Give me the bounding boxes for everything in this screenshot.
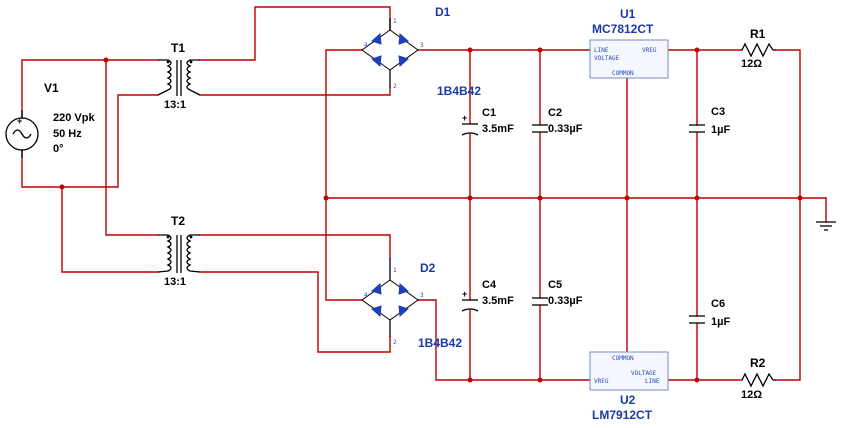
junction-dots [59,47,803,383]
c3-name: C3 [711,106,725,118]
d2-pin1-label: 1 [393,267,397,274]
r2-name: R2 [750,356,766,370]
c1-name: C1 [482,107,496,119]
u1-voltage-label: VOLTAGE [594,55,620,62]
svg-text:+: + [17,116,22,126]
c1-value: 3.5mF [482,123,514,135]
transformer-t2[interactable]: T2 13:1 [157,214,201,288]
c6-name: C6 [711,298,725,310]
v1-amplitude: 220 Vpk [53,112,95,124]
u1-vreg-pin-label: VREG [642,47,657,54]
v1-phase: 0° [53,143,64,155]
d2-name: D2 [420,261,436,275]
t1-primary-coil-icon [157,59,172,96]
d1-part: 1B4B42 [437,84,481,98]
ac-source-icon [5,117,39,151]
d2-bridge-icon [361,279,419,321]
transformer-t1[interactable]: T1 13:1 [157,41,201,111]
c3-value: 1µF [711,124,730,136]
u1-part: MC7812CT [592,22,654,36]
ground-symbol-icon [816,221,836,231]
u2-body [589,351,669,391]
bridge-rectifier-d1[interactable]: 1 2 3 4 D1 1B4B42 [361,5,481,98]
d1-pin3-label: 3 [420,42,424,49]
ac-source-v1[interactable]: + V1 220 Vpk 50 Hz 0° [5,81,95,158]
r1-value: 12Ω [741,58,762,70]
u2-voltage-label: VOLTAGE [631,370,657,377]
d1-pin4-label: 4 [364,42,368,49]
c2-name: C2 [548,107,562,119]
d1-pin1-label: 1 [393,18,397,25]
capacitor-c3[interactable]: C3 1µF [689,106,730,136]
d2-pin2-label: 2 [393,339,397,346]
d2-pin4-label: 4 [364,292,368,299]
capacitor-c6[interactable]: C6 1µF [689,298,730,328]
v1-name: V1 [44,81,59,95]
t2-secondary-coil-icon [186,234,201,273]
c6-value: 1µF [711,316,730,328]
capacitor-c4[interactable]: + C4 3.5mF [461,279,514,312]
capacitor-c5[interactable]: C5 0.33µF [532,279,583,307]
u1-line-pin-label: LINE [594,47,609,54]
bridge-rectifier-d2[interactable]: 1 2 3 4 D2 1B4B42 [361,258,462,350]
c2-value: 0.33µF [548,123,583,135]
t1-name: T1 [171,41,185,55]
r2-value: 12Ω [741,389,762,401]
c4-value: 3.5mF [482,295,514,307]
d1-bridge-icon [361,29,419,71]
u1-body [589,39,669,79]
d1-pin2-label: 2 [393,83,397,90]
u2-common-pin-label: COMMON [612,355,634,362]
d2-pin3-label: 3 [420,292,424,299]
resistor-r2[interactable]: R2 12Ω [741,356,776,401]
capacitor-c1[interactable]: + C1 3.5mF [461,107,514,136]
regulator-u1[interactable]: LINE VOLTAGE VREG COMMON U1 MC7812CT [589,7,669,79]
u2-line-pin-label: LINE [645,378,660,385]
c5-name: C5 [548,279,562,291]
d1-name: D1 [435,5,451,19]
u2-vreg-pin-label: VREG [594,378,609,385]
t1-secondary-coil-icon [186,59,201,96]
svg-text:+: + [462,113,467,123]
c4-name: C4 [482,279,497,291]
resistor-r1[interactable]: R1 12Ω [741,27,776,70]
u2-part: LM7912CT [592,408,653,422]
v1-frequency: 50 Hz [53,128,82,140]
regulator-u2[interactable]: COMMON VOLTAGE LINE VREG U2 LM7912CT [589,351,669,422]
u2-name: U2 [620,393,636,407]
r2-zigzag-icon [741,372,776,388]
t2-primary-coil-icon [157,234,172,273]
t2-name: T2 [171,214,185,228]
u1-common-pin-label: COMMON [612,70,634,77]
capacitor-c2[interactable]: C2 0.33µF [532,107,583,135]
u1-name: U1 [620,7,636,21]
r1-zigzag-icon [741,42,776,58]
d2-part: 1B4B42 [418,336,462,350]
t2-ratio: 13:1 [164,276,186,288]
svg-text:+: + [462,289,467,299]
r1-name: R1 [750,27,766,41]
c5-value: 0.33µF [548,295,583,307]
wires [21,6,827,381]
t1-ratio: 13:1 [164,99,186,111]
